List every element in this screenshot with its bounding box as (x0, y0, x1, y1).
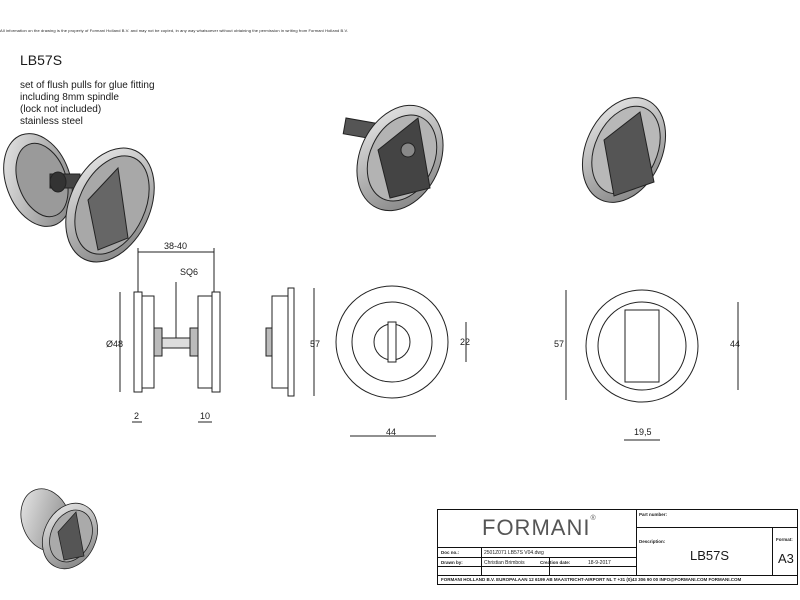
company-footer: FORMANI HOLLAND B.V. EUROPALAAN 12 6199 … (441, 577, 742, 582)
dim-38-40: 38-40 (164, 241, 188, 251)
copyright-notice: All information on the drawing is the pr… (0, 28, 349, 33)
perspective-set-view (3, 133, 155, 263)
section-view-set (119, 248, 221, 423)
creation-date-value: 18-9-2017 (588, 560, 611, 566)
format-value: A3 (778, 551, 794, 566)
dim-22: 22 (460, 337, 471, 347)
product-code: LB57S (20, 52, 63, 68)
description-value: LB57S (690, 548, 730, 563)
formani-logo: FORMANI® (482, 515, 597, 540)
drawn-by-value: Christian Brimbois (484, 560, 525, 566)
dim-57-front: 57 (554, 339, 565, 349)
product-description: set of flush pulls for glue fitting incl… (20, 80, 155, 128)
dim-44-front: 44 (386, 427, 397, 437)
dim-44-right: 44 (730, 339, 741, 349)
description-label: Description: (639, 539, 666, 544)
perspective-spindle-view (342, 104, 444, 212)
doc-no-label: Doc no.: (441, 550, 459, 555)
dim-sq6: SQ6 (180, 267, 199, 277)
dim-57-side: 57 (310, 339, 321, 349)
perspective-single-view (581, 97, 667, 203)
title-block: FORMANI® Part number: Description: LB57S… (437, 509, 798, 585)
dim-dia48: Ø48 (106, 339, 124, 349)
dim-2: 2 (134, 411, 140, 421)
dim-10: 10 (200, 411, 211, 421)
creation-date-label: Creation date: (540, 560, 571, 565)
part-number-label: Part number: (639, 512, 668, 517)
dim-19-5: 19,5 (634, 427, 652, 437)
side-view-single (265, 287, 315, 397)
format-label: Format: (776, 537, 793, 542)
description-line: stainless steel (20, 116, 83, 127)
description-line: set of flush pulls for glue fitting (20, 80, 155, 91)
perspective-small-view (20, 488, 98, 570)
drawn-by-label: Drawn by: (441, 560, 463, 565)
description-line: (lock not included) (20, 104, 102, 115)
front-view-plain (565, 289, 739, 441)
front-view-turn (335, 285, 467, 437)
doc-no-value: 2501Z071 LB57S V04.dwg (484, 550, 544, 556)
description-line: including 8mm spindle (20, 92, 119, 103)
